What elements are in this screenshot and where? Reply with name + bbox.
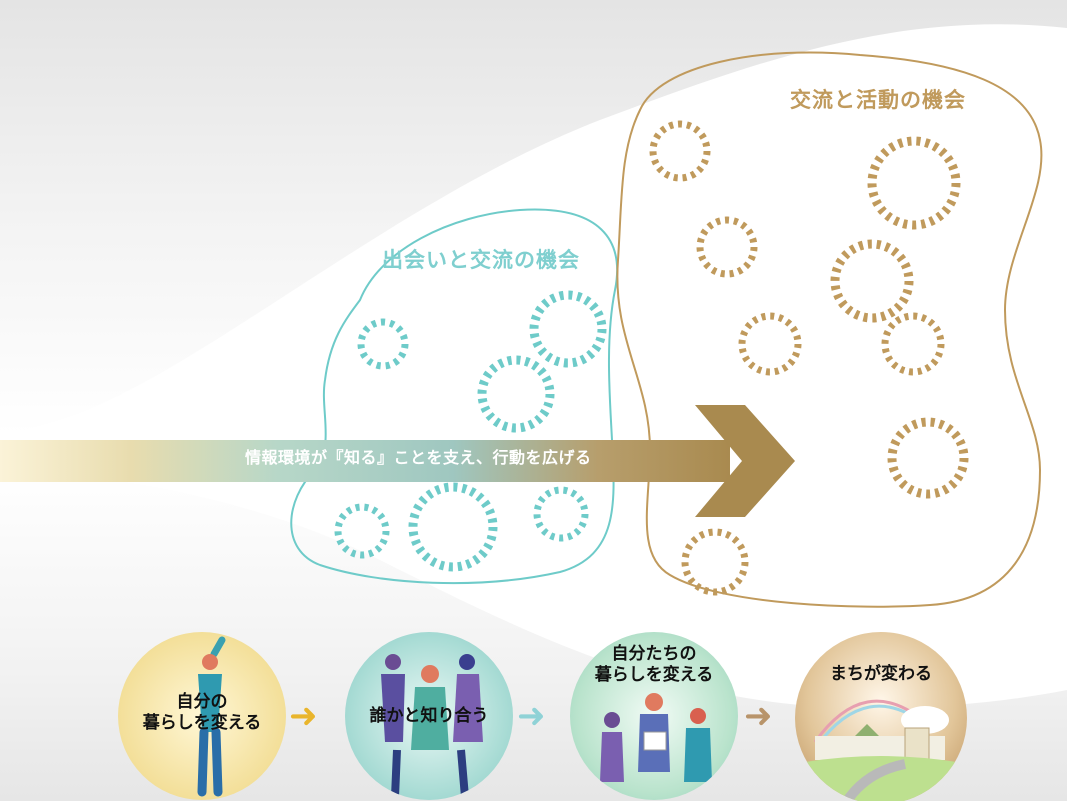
teal-dashed-circle: [357, 318, 409, 370]
teal-dashed-circle: [477, 355, 555, 433]
step-arrow-3: ➜: [744, 696, 773, 736]
main-arrow-label: 情報環境が『知る』ことを支え、行動を広げる: [245, 448, 592, 467]
exchange-activity-label: 交流と活動の機会: [790, 88, 966, 112]
teal-dashed-circle: [334, 503, 390, 559]
brown-dashed-circle: [681, 528, 749, 596]
step-arrow-1: ➜: [289, 696, 318, 736]
town-icon: [805, 699, 957, 801]
main-arrow-head: [695, 405, 795, 517]
brown-dashed-circle: [887, 417, 969, 499]
teal-dashed-circle: [533, 486, 589, 542]
teal-dashed-circle: [408, 482, 498, 572]
step-circle-our-change: 自分たちの 暮らしを変える: [570, 632, 738, 800]
step-circle-self-change: 自分の 暮らしを変える: [118, 632, 286, 800]
brown-dashed-circle: [649, 120, 711, 182]
meeting-exchange-label: 出会いと交流の機会: [382, 248, 580, 272]
brown-dashed-circle: [696, 216, 758, 278]
upper-wave: [0, 0, 1067, 435]
dashed-circle-group: [334, 120, 969, 596]
brown-dashed-circle: [867, 136, 961, 230]
main-arrow-shaft: [0, 440, 730, 482]
person-icon: [197, 636, 226, 797]
step-label: 自分の 暮らしを変える: [142, 692, 262, 733]
step-arrow-2: ➜: [517, 696, 546, 736]
step-label: 誰かと知り合う: [369, 706, 489, 726]
exchange-region-outline: [616, 51, 1043, 608]
teal-dashed-circle: [529, 290, 607, 368]
community-icon: [600, 693, 712, 782]
step-circle-town-change: まちが変わる: [795, 632, 967, 801]
group-icon: [381, 654, 483, 798]
step-label: まちが変わる: [830, 664, 932, 684]
brown-dashed-circle: [830, 239, 914, 323]
brown-dashed-circle: [881, 312, 945, 376]
brown-dashed-circle: [738, 312, 802, 376]
step-label: 自分たちの 暮らしを変える: [594, 644, 714, 685]
step-circle-meet-someone: 誰かと知り合う: [345, 632, 513, 800]
